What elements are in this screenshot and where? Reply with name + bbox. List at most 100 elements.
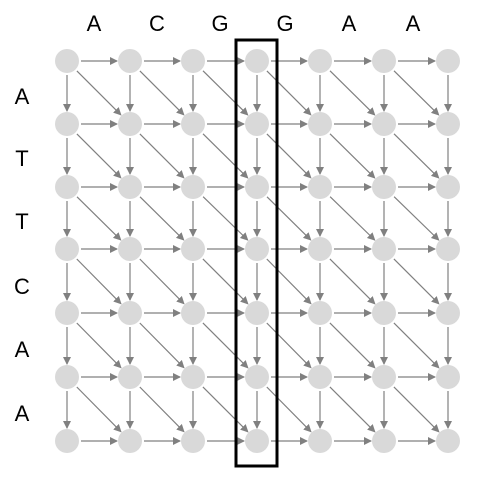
diagonal-edge-arrow bbox=[76, 70, 122, 116]
grid-node bbox=[181, 175, 205, 199]
grid-node bbox=[118, 429, 142, 453]
diagonal-edge-arrow bbox=[393, 322, 440, 369]
diagonal-edge-arrow bbox=[329, 322, 376, 369]
grid-node bbox=[55, 49, 79, 73]
diagonal-edge-arrow bbox=[202, 133, 249, 179]
diagonal-edge-arrow bbox=[139, 133, 185, 179]
grid-node bbox=[181, 112, 205, 136]
grid-node bbox=[436, 112, 460, 136]
grid-node bbox=[308, 237, 332, 261]
grid-node bbox=[372, 429, 396, 453]
grid-node bbox=[372, 49, 396, 73]
diagonal-edge-arrow bbox=[393, 133, 440, 179]
top-letter: G bbox=[276, 11, 293, 36]
diagonal-edge-arrow bbox=[393, 70, 440, 116]
grid-node bbox=[55, 112, 79, 136]
diagonal-edge-arrow bbox=[139, 196, 185, 241]
grid-node bbox=[181, 237, 205, 261]
diagonal-edge-arrow bbox=[202, 196, 249, 241]
grid-node bbox=[308, 49, 332, 73]
diagonal-edge-arrow bbox=[329, 196, 376, 241]
diagonal-edge-arrow bbox=[76, 133, 122, 179]
grid-node bbox=[372, 301, 396, 325]
grid-node bbox=[181, 301, 205, 325]
grid-node bbox=[55, 301, 79, 325]
diagonal-edge-arrow bbox=[139, 70, 185, 116]
diagonal-edge-arrow bbox=[266, 258, 312, 305]
left-sequence: A T T C A A bbox=[14, 84, 30, 426]
grid-node bbox=[308, 175, 332, 199]
diagonal-edge-arrow bbox=[139, 322, 185, 369]
grid-node bbox=[245, 429, 269, 453]
diagonal-edge-arrow bbox=[329, 258, 376, 305]
left-letter: A bbox=[15, 337, 30, 362]
grid-node bbox=[436, 49, 460, 73]
top-letter: G bbox=[211, 11, 228, 36]
grid-node bbox=[55, 365, 79, 389]
diagonal-edge-arrow bbox=[329, 133, 376, 179]
diagonal-edge-arrow bbox=[266, 133, 312, 179]
top-letter: A bbox=[342, 11, 357, 36]
grid-node bbox=[118, 237, 142, 261]
grid-node bbox=[308, 429, 332, 453]
diagonal-edge-arrow bbox=[202, 70, 249, 116]
diagonal-edge-arrow bbox=[266, 70, 312, 116]
diagonal-edge-arrow bbox=[76, 196, 122, 241]
grid-node bbox=[245, 301, 269, 325]
grid-node bbox=[118, 112, 142, 136]
top-letter: A bbox=[87, 11, 102, 36]
diagonal-edge-arrow bbox=[202, 258, 249, 305]
grid-node bbox=[181, 365, 205, 389]
diagonal-edge-arrow bbox=[76, 386, 122, 433]
left-letter: C bbox=[14, 274, 30, 299]
diagonal-edge-arrow bbox=[266, 322, 312, 369]
diagonal-edge-arrow bbox=[329, 386, 376, 433]
grid-node bbox=[118, 365, 142, 389]
diagonal-edge-arrow bbox=[202, 322, 249, 369]
left-letter: A bbox=[15, 401, 30, 426]
grid-node bbox=[245, 112, 269, 136]
grid-node bbox=[372, 237, 396, 261]
grid-node bbox=[308, 301, 332, 325]
left-letter: A bbox=[15, 84, 30, 109]
node-layer bbox=[55, 49, 460, 453]
grid-node bbox=[181, 429, 205, 453]
grid-node bbox=[118, 49, 142, 73]
diagonal-edge-arrow bbox=[393, 386, 440, 433]
diagonal-edge-arrow bbox=[329, 70, 376, 116]
grid-node bbox=[55, 429, 79, 453]
grid-node bbox=[245, 49, 269, 73]
diagonal-edge-arrow bbox=[393, 258, 440, 305]
diagonal-edge-arrow bbox=[266, 386, 312, 433]
highlighted-column-box bbox=[234, 38, 279, 468]
grid-node bbox=[308, 112, 332, 136]
grid-node bbox=[308, 365, 332, 389]
grid-node bbox=[181, 49, 205, 73]
edge-layer bbox=[63, 57, 452, 445]
left-letter: T bbox=[15, 209, 28, 234]
grid-node bbox=[372, 365, 396, 389]
diagonal-edge-arrow bbox=[139, 386, 185, 433]
grid-node bbox=[245, 237, 269, 261]
grid-node bbox=[436, 237, 460, 261]
grid-node bbox=[55, 175, 79, 199]
diagonal-edge-arrow bbox=[393, 196, 440, 241]
left-letter: T bbox=[15, 146, 28, 171]
diagonal-edge-arrow bbox=[266, 196, 312, 241]
grid-node bbox=[245, 365, 269, 389]
diagonal-edge-arrow bbox=[76, 258, 122, 305]
grid-node bbox=[436, 301, 460, 325]
grid-node bbox=[245, 175, 269, 199]
grid-node bbox=[55, 237, 79, 261]
top-letter: A bbox=[406, 11, 421, 36]
grid-node bbox=[436, 175, 460, 199]
grid-node bbox=[118, 301, 142, 325]
grid-node bbox=[436, 365, 460, 389]
grid-node bbox=[436, 429, 460, 453]
diagonal-edge-arrow bbox=[202, 386, 249, 433]
grid-node bbox=[372, 175, 396, 199]
top-letter: C bbox=[149, 11, 165, 36]
diagonal-edge-arrow bbox=[139, 258, 185, 305]
grid-node bbox=[118, 175, 142, 199]
